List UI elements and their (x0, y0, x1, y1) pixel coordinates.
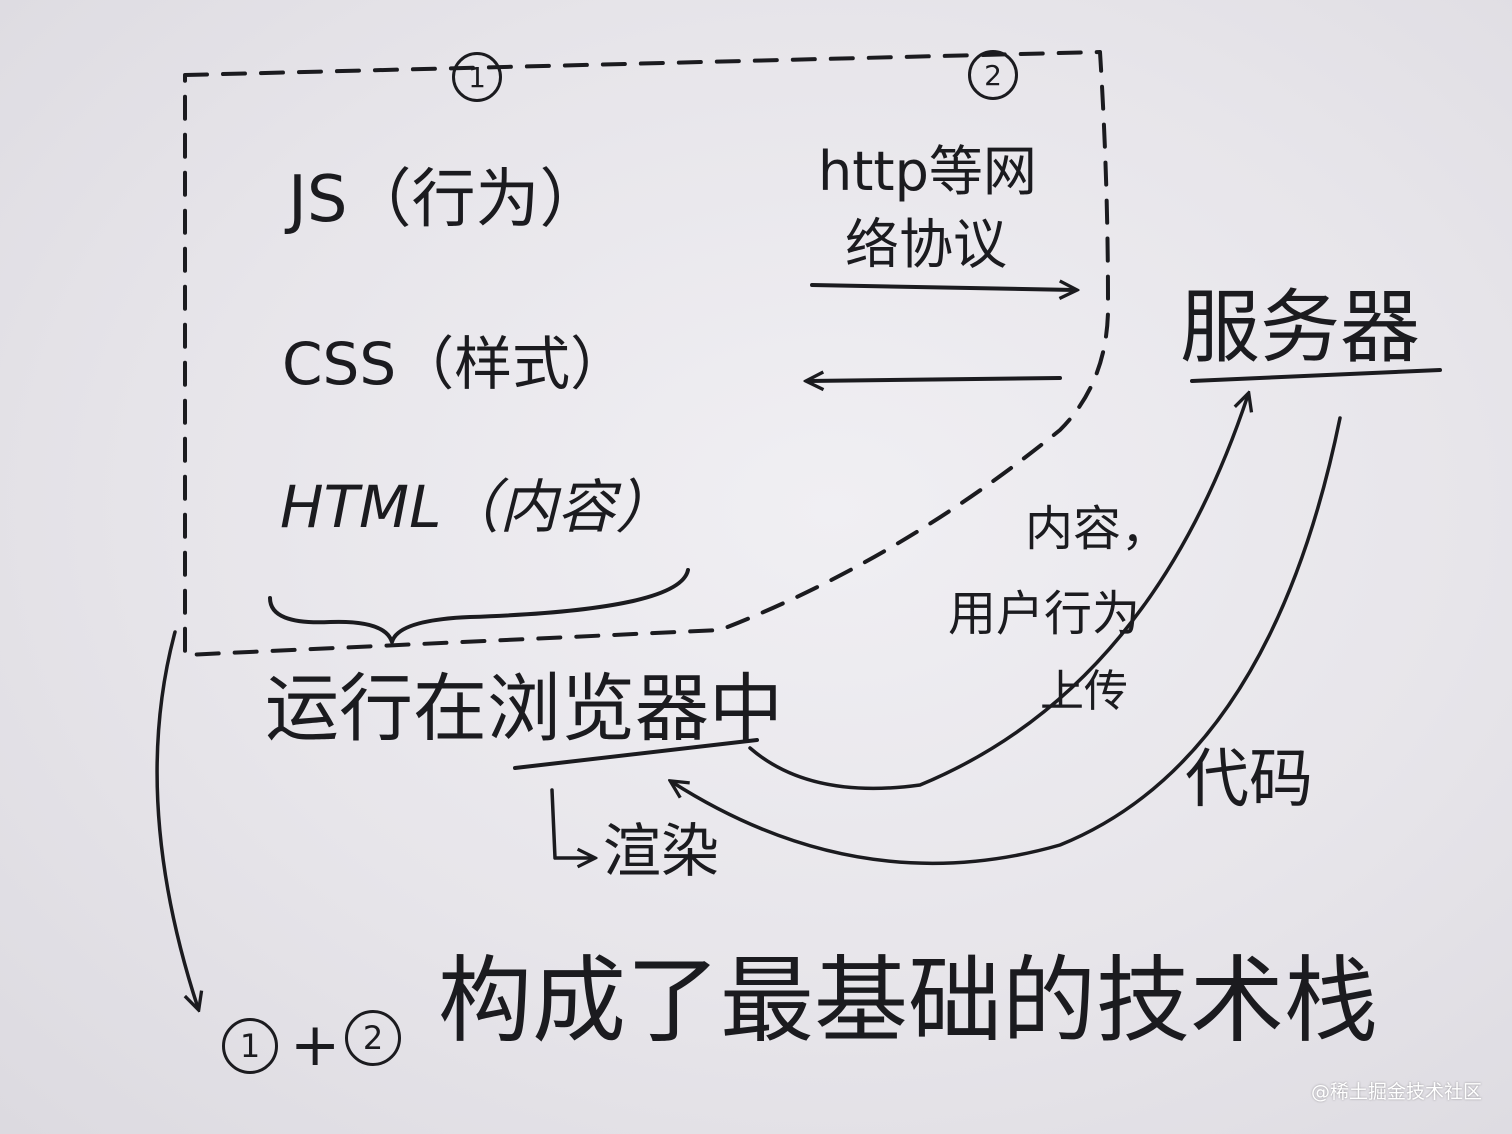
upload-line2: 用户行为 (948, 586, 1141, 642)
watermark: @稀土掘金技术社区 (1310, 1081, 1482, 1103)
dashed-browser-boundary (183, 50, 1111, 657)
stack-brace (268, 568, 690, 644)
server-label: 服务器 (1180, 281, 1420, 374)
marker-two-circle: 2 (968, 50, 1018, 100)
code-arrow (672, 416, 1342, 866)
summary-marker-two: 2 (345, 1010, 401, 1066)
upload-line3: 上传 (1040, 666, 1128, 717)
request-arrow (810, 285, 1075, 290)
marker-one-circle: 1 (452, 52, 502, 102)
render-label: 渲染 (603, 817, 720, 885)
upload-line1: 内容， (1025, 501, 1170, 557)
response-arrow (808, 378, 1062, 381)
runs-in-browser-label: 运行在浏览器中 (265, 666, 783, 752)
browser-underline (513, 738, 759, 770)
marker-two-text: 2 (984, 58, 1002, 92)
render-arrow (550, 788, 593, 858)
summary-marker-two-text: 2 (362, 1019, 384, 1057)
js-label: JS（行为） (288, 163, 604, 237)
summary-text: 构成了最基础的技术栈 (438, 947, 1379, 1056)
summary-arrow (155, 630, 198, 1008)
summary-plus: + (290, 1010, 341, 1080)
protocol-line2: 络协议 (845, 213, 1007, 276)
marker-one-text: 1 (468, 60, 486, 94)
summary-marker-one: 1 (222, 1018, 278, 1074)
upload-arrow (748, 395, 1248, 791)
server-underline (1190, 368, 1442, 383)
code-label: 代码 (1185, 743, 1313, 817)
protocol-line1: http等网 (818, 140, 1037, 203)
html-label: HTML（内容） (280, 473, 674, 541)
css-label: CSS（样式） (282, 330, 629, 398)
summary-marker-one-text: 1 (239, 1027, 261, 1065)
